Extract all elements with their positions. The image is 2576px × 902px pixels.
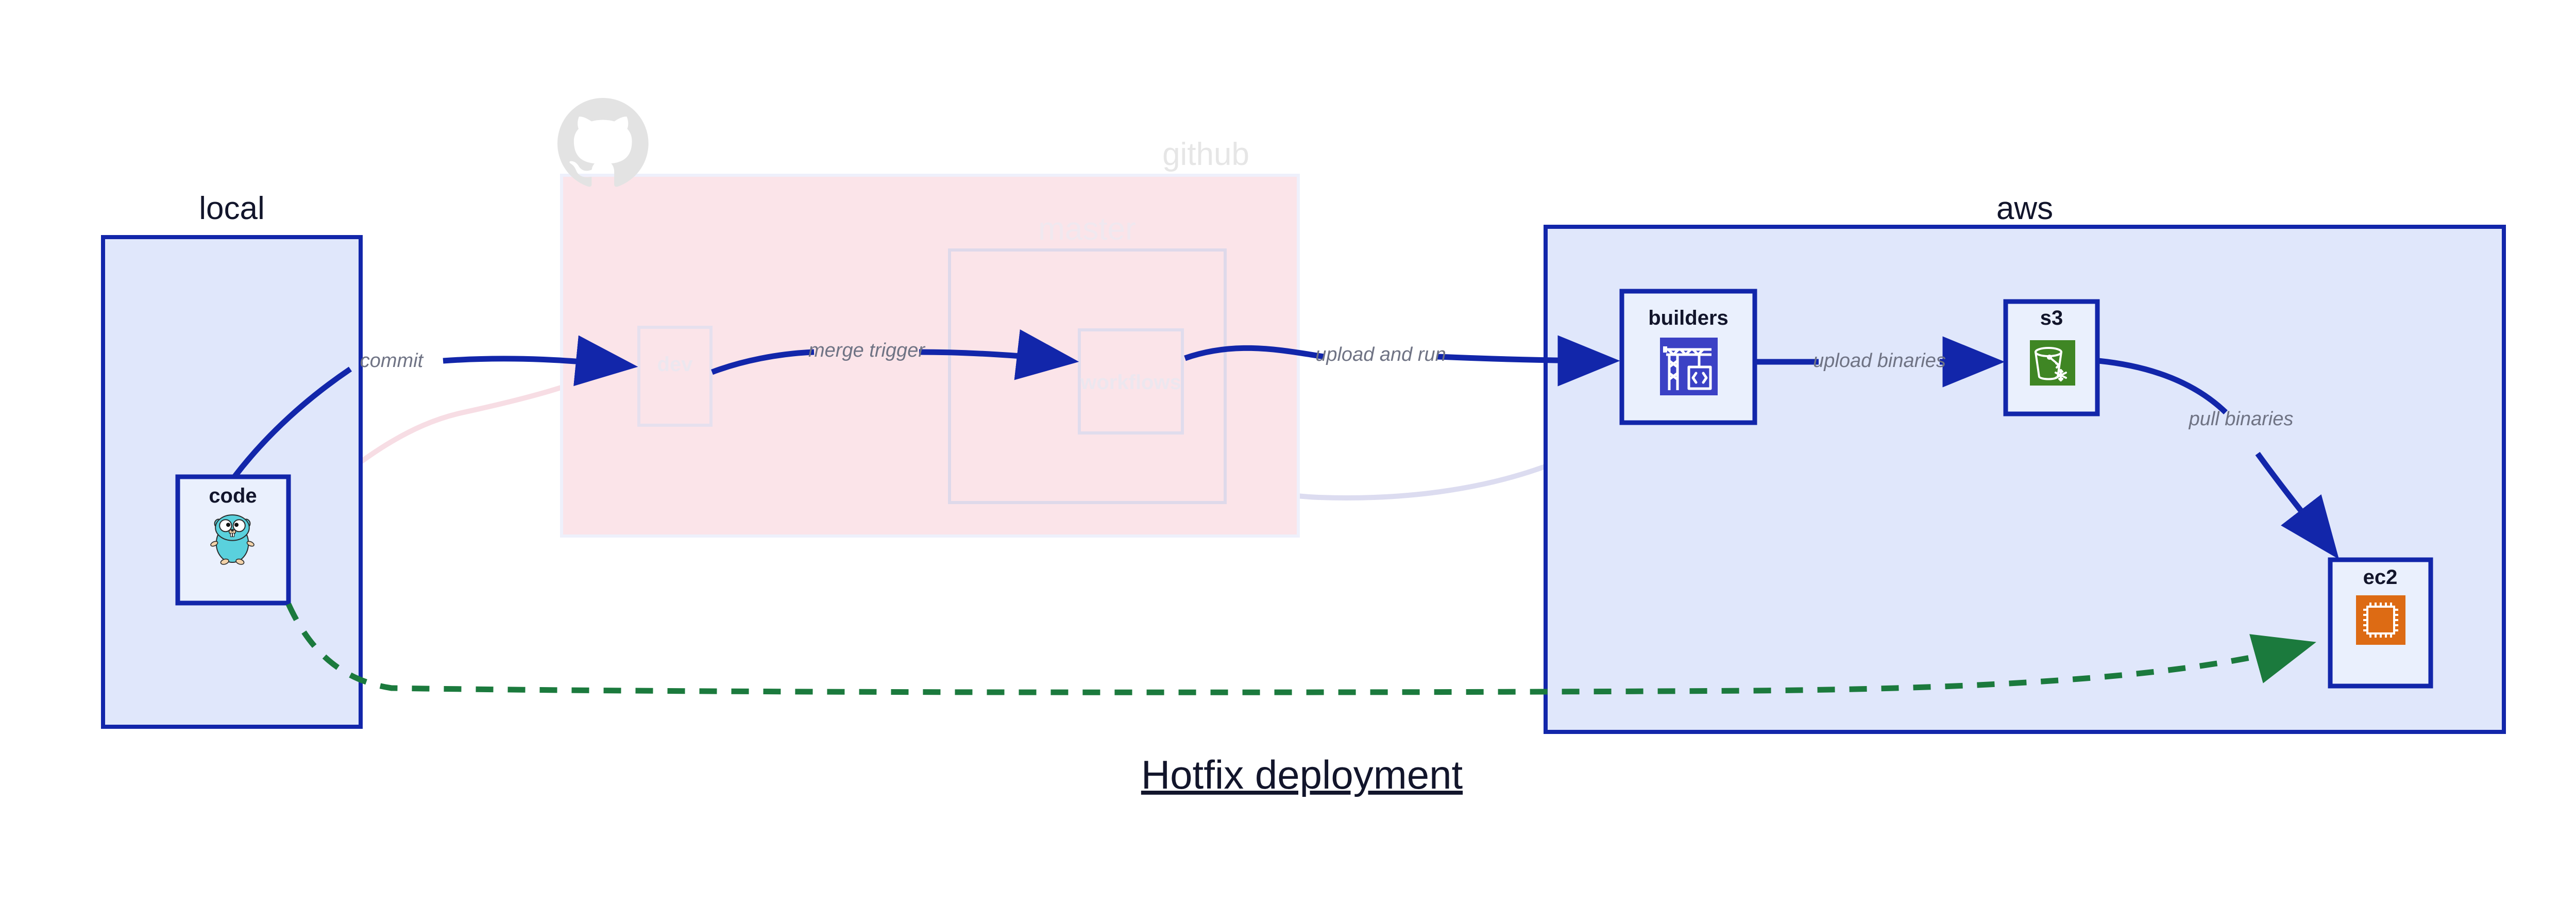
edge-merge-trigger: merge trigger <box>711 329 1079 380</box>
node-workflows[interactable]: workflows <box>1078 328 1184 435</box>
node-builders-label: builders <box>1648 307 1728 329</box>
github-octocat-icon <box>557 98 649 187</box>
group-github-body <box>560 174 1300 538</box>
node-builders[interactable]: builders <box>1619 289 1757 425</box>
aws-codebuild-crane-icon <box>1660 338 1718 395</box>
group-local-label: local <box>199 191 265 226</box>
node-workflows-body <box>1078 328 1184 435</box>
edge-hotfix-direct <box>285 603 2316 695</box>
edge-upload-and-run-label: upload and run <box>1315 344 1446 365</box>
edge-pull-binaries-label: pull binaries <box>2189 408 2294 430</box>
node-dev-label: dev <box>657 353 693 376</box>
node-s3-label: s3 <box>2040 307 2063 329</box>
group-aws-label: aws <box>1996 191 2053 226</box>
node-workflows-label: workflows <box>1080 371 1181 394</box>
edge-upload-binaries: upload binaries <box>1756 336 2005 388</box>
node-dev-body <box>637 326 713 427</box>
edge-upload-binaries-label: upload binaries <box>1813 350 1946 372</box>
diagram-title: Hotfix deployment <box>1141 752 1463 797</box>
group-aws[interactable]: aws builders <box>1544 191 2506 734</box>
node-dev[interactable]: dev <box>637 326 713 427</box>
group-github[interactable]: github master workflows dev <box>557 98 1300 538</box>
go-gopher-icon <box>210 514 255 565</box>
aws-ec2-chip-icon <box>2356 595 2405 645</box>
node-code[interactable]: code <box>175 474 291 606</box>
group-local[interactable]: local code <box>101 191 363 729</box>
edge-commit-label: commit <box>360 350 424 372</box>
node-s3[interactable]: s3 <box>2003 299 2100 416</box>
node-ec2[interactable]: ec2 <box>2328 557 2433 689</box>
subgroup-master-label: master <box>1038 211 1136 247</box>
edge-commit: commit <box>232 335 638 479</box>
edge-merge-trigger-label: merge trigger <box>808 340 925 361</box>
node-code-label: code <box>209 485 257 507</box>
aws-s3-bucket-icon <box>2030 340 2075 386</box>
group-github-label: github <box>1162 137 1249 172</box>
subgroup-master-body <box>948 248 1227 504</box>
edge-upload-and-run: upload and run <box>1184 335 1620 387</box>
subgroup-master[interactable]: master workflows <box>948 211 1227 504</box>
node-ec2-label: ec2 <box>2363 566 2398 589</box>
edge-pull-binaries: pull binaries <box>2098 358 2340 560</box>
